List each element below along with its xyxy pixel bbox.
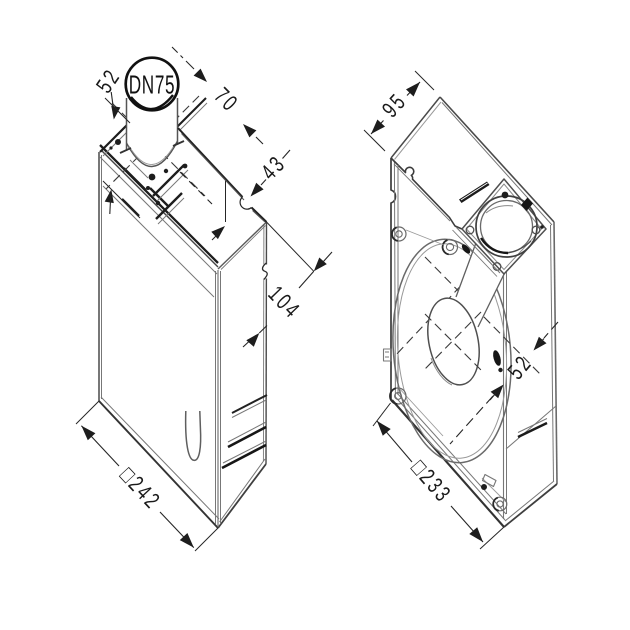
svg-text:DN75: DN75 (129, 70, 175, 100)
